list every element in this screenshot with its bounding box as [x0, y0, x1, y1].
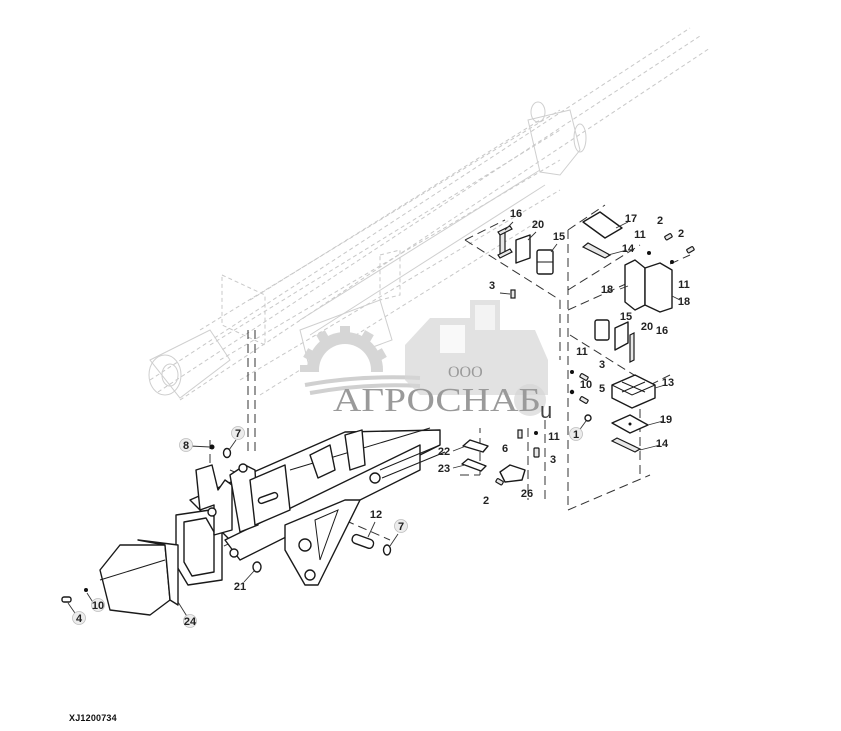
- callout-10: 10: [91, 598, 105, 612]
- callout-circle: [183, 614, 197, 628]
- callout-number: 17: [625, 213, 637, 225]
- callout-number: 15: [553, 231, 565, 243]
- callout-number: 15: [620, 311, 632, 323]
- callout-4: 4: [72, 611, 86, 625]
- callout-7: 7: [394, 519, 408, 533]
- callout-number: 18: [678, 296, 690, 308]
- callout-23: 23: [438, 463, 450, 475]
- callout-number: 4: [76, 613, 83, 625]
- callout-number: 6: [502, 443, 508, 455]
- callout-number: 10: [580, 379, 592, 391]
- callout-17: 17: [625, 213, 637, 225]
- callout-19: 19: [660, 414, 672, 426]
- callout-22: 22: [438, 446, 450, 458]
- callout-number: 20: [641, 321, 653, 333]
- callout-7: 7: [231, 426, 245, 440]
- callout-15: 15: [553, 231, 565, 243]
- callout-number: 2: [483, 495, 489, 507]
- callout-18: 18: [678, 296, 690, 308]
- stray-glyph: u: [540, 398, 552, 423]
- callout-2: 2: [657, 215, 663, 227]
- callout-number: 2: [657, 215, 663, 227]
- watermark-logo: ООО АГРОСНАБ u: [300, 300, 552, 423]
- combine-harvester-icon: [405, 300, 548, 416]
- callout-10: 10: [580, 379, 592, 391]
- callout-11: 11: [634, 229, 646, 241]
- callout-5: 5: [599, 383, 605, 395]
- callout-number: 26: [521, 488, 533, 500]
- callout-14: 14: [656, 438, 669, 450]
- callout-14: 14: [622, 243, 635, 255]
- callout-circle: [231, 426, 245, 440]
- callout-13: 13: [662, 377, 674, 389]
- callout-number: 1: [573, 429, 579, 441]
- callout-12: 12: [370, 509, 382, 521]
- callout-number: 19: [660, 414, 672, 426]
- watermark-prefix: ООО: [448, 364, 483, 381]
- boom-assembly-ghost: [148, 27, 711, 401]
- callout-number: 3: [489, 280, 495, 292]
- callout-number: 3: [599, 359, 605, 371]
- small-parts: [61, 444, 392, 603]
- callout-number: 21: [234, 581, 246, 593]
- callout-16: 16: [510, 208, 522, 220]
- callout-circle: [569, 427, 583, 441]
- callout-number: 12: [370, 509, 382, 521]
- callout-11: 11: [576, 346, 588, 358]
- callout-20: 20: [641, 321, 653, 333]
- figure-id: XJ1200734: [69, 713, 117, 723]
- callout-15: 15: [620, 311, 632, 323]
- callout-number: 16: [510, 208, 522, 220]
- boom-frame: [175, 427, 446, 586]
- callout-1: 1: [569, 427, 583, 441]
- callout-8: 8: [179, 438, 193, 452]
- callout-number: 10: [92, 600, 104, 612]
- callout-circle: [72, 611, 86, 625]
- callout-number: 14: [656, 438, 669, 450]
- callout-number: 11: [634, 229, 646, 241]
- callout-number: 7: [398, 521, 404, 533]
- callout-number: 8: [183, 440, 189, 452]
- callout-number: 22: [438, 446, 450, 458]
- callout-number: 11: [548, 431, 560, 443]
- callout-number: 2: [678, 228, 684, 240]
- callout-number: 7: [235, 428, 241, 440]
- callout-11: 11: [678, 279, 690, 291]
- callout-number: 18: [601, 284, 613, 296]
- callout-number: 20: [532, 219, 544, 231]
- callout-3: 3: [550, 454, 556, 466]
- callout-number: 23: [438, 463, 450, 475]
- callout-20: 20: [532, 219, 544, 231]
- callout-number: 14: [622, 243, 635, 255]
- upper-parts-group: [497, 211, 695, 363]
- callout-number: 11: [576, 346, 588, 358]
- callout-11: 11: [548, 431, 560, 443]
- callout-number: 24: [184, 616, 197, 628]
- callout-26: 26: [521, 488, 533, 500]
- callout-3: 3: [489, 280, 495, 292]
- gear-icon: [300, 326, 400, 412]
- callout-18: 18: [601, 284, 613, 296]
- callout-number: 13: [662, 377, 674, 389]
- callout-21: 21: [234, 581, 246, 593]
- callout-number: 11: [678, 279, 690, 291]
- callout-2: 2: [483, 495, 489, 507]
- callout-number: 3: [550, 454, 556, 466]
- callout-3: 3: [599, 359, 605, 371]
- callout-number: 5: [599, 383, 605, 395]
- lower-parts-group: [461, 370, 656, 486]
- callout-2: 2: [678, 228, 684, 240]
- callout-circle: [394, 519, 408, 533]
- callout-circle: [179, 438, 193, 452]
- callout-number: 16: [656, 325, 668, 337]
- callout-circle: [91, 598, 105, 612]
- callout-6: 6: [502, 443, 508, 455]
- callout-16: 16: [656, 325, 668, 337]
- cover-part-24: [99, 539, 179, 616]
- callout-24: 24: [183, 614, 197, 628]
- watermark-name: АГРОСНАБ: [333, 382, 541, 419]
